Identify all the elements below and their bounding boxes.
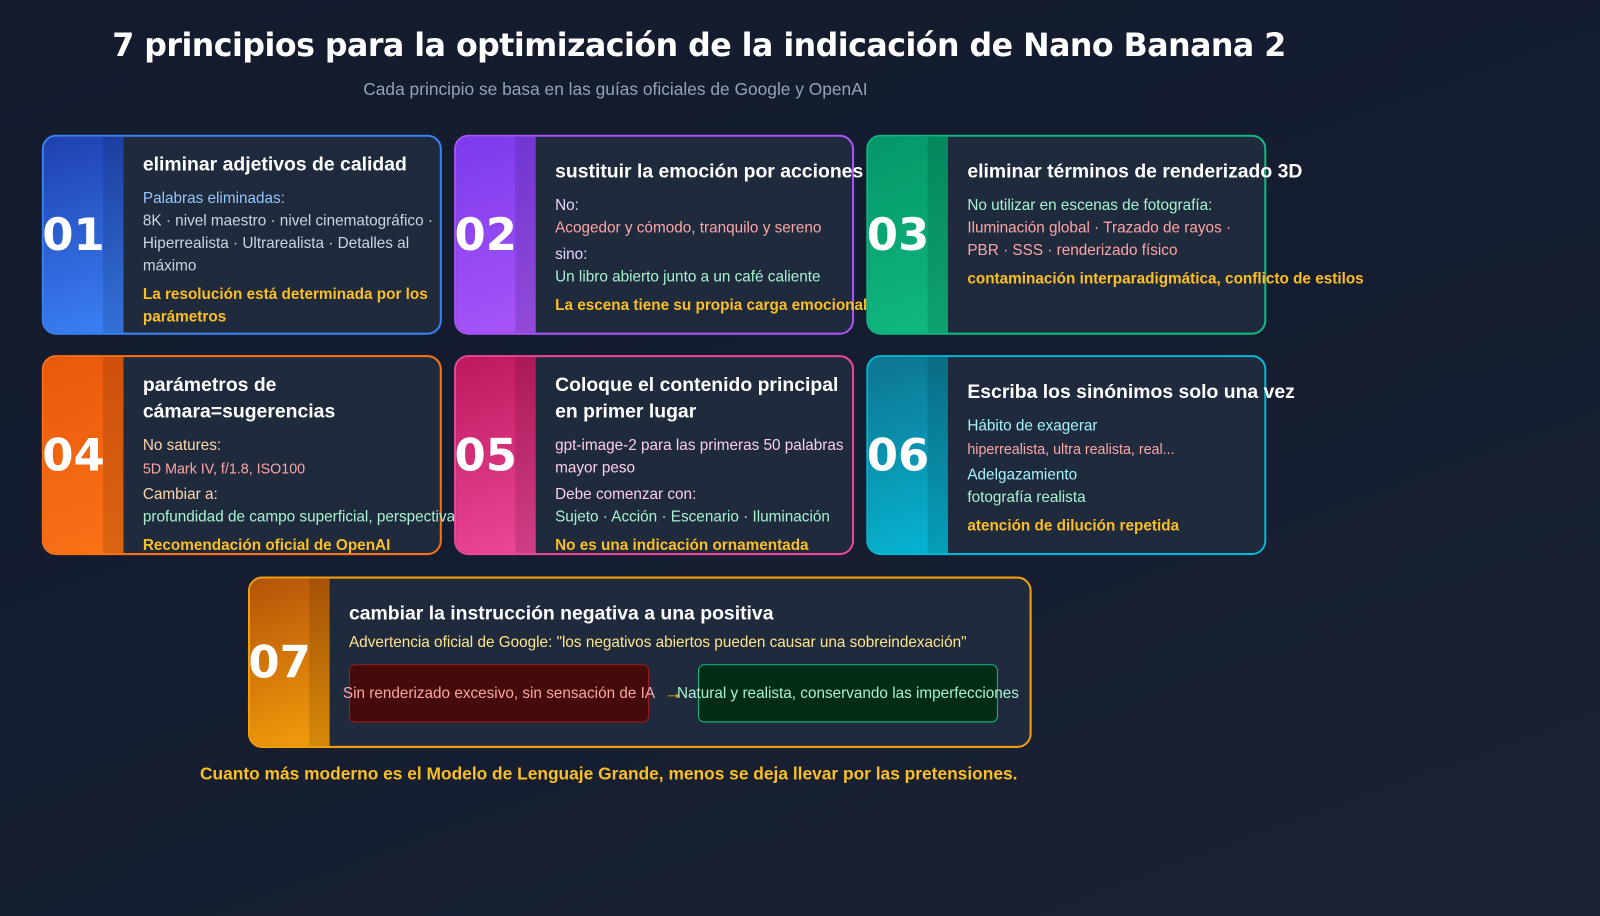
card-line-item: mayor peso — [555, 459, 636, 477]
card-line-label: Adelgazamiento — [967, 466, 1078, 484]
card-line-item: Hiperrealista · Ultrarealista · Detalles… — [142, 234, 410, 275]
number-strip: 03 — [866, 136, 948, 333]
page-subtitle: Cada principio se basa en las guías ofic… — [363, 79, 868, 99]
card-title: eliminar adjetivos de calidad — [142, 154, 407, 176]
page-title: 7 principios para la optimización de la … — [112, 27, 1286, 65]
card-line-item: gpt-image-2 para las primeras 50 palabra… — [555, 436, 844, 455]
card-line-note: atención de dilución repetida — [967, 517, 1180, 535]
number-strip: 07 — [248, 578, 330, 746]
card-line-label: sino: — [555, 245, 588, 264]
number-strip: 06 — [866, 357, 948, 554]
card-title: cambiar la instrucción negativa a una po… — [348, 603, 774, 625]
principle-number: 07 — [248, 636, 311, 689]
positive-example: Natural y realista, conservando las impe… — [677, 664, 1019, 723]
card-body: eliminar términos de renderizado 3D No ut… — [967, 159, 1363, 291]
card-body: parámetros de cámara=sugerencias No satur… — [143, 372, 455, 557]
card-line-label: Cambiar a: — [142, 485, 218, 504]
number-strip: 05 — [454, 357, 536, 554]
card-title: Escriba los sinónimos solo una vez — [967, 381, 1295, 404]
number-strip: 02 — [454, 136, 536, 333]
number-strip: 04 — [42, 357, 124, 554]
negative-example: Sin renderizado excesivo, sin sensación … — [343, 664, 655, 723]
card-line-item: profundidad de campo superficial, perspe… — [142, 508, 456, 526]
card-line-item: Acogedor y cómodo, tranquilo y sereno — [555, 219, 822, 237]
card-line-item: 5D Mark IV, f/1.8, ISO100 — [142, 460, 306, 477]
card-title: parámetros de cámara=sugerencias — [142, 374, 336, 423]
principle-card-05: 05 Coloque el contenido principal en prim… — [454, 355, 855, 557]
card-line-note: contaminación interparadigmática, confli… — [967, 270, 1364, 288]
principle-number: 04 — [42, 429, 105, 482]
card-line-note: No es una indicación ornamentada — [555, 536, 809, 555]
card-line-label: No: — [555, 196, 579, 215]
card-line-item: Sujeto · Acción · Escenario · Iluminació… — [555, 508, 830, 526]
before-after-comparison: Sin renderizado excesivo, sin sensación … — [343, 664, 1019, 723]
number-strip: 01 — [42, 136, 124, 333]
card-line-item: 8K · nivel maestro · nivel cinematográfi… — [142, 212, 433, 230]
card-line-label: Palabras eliminadas: — [142, 189, 285, 208]
card-line-item: hiperrealista, ultra realista, real... — [967, 440, 1175, 458]
card-title: eliminar términos de renderizado 3D — [967, 161, 1303, 183]
principle-card-07: 07 cambiar la instrucción negativa a una… — [247, 576, 1032, 748]
card-title: sustituir la emoción por acciones — [555, 161, 864, 183]
principle-number: 05 — [454, 429, 517, 482]
card-line-note: La escena tiene su propia carga emociona… — [555, 296, 868, 315]
card-line-item: Un libro abierto junto a un café calient… — [555, 268, 821, 286]
card-line-item: PBR · SSS · renderizado físico — [967, 241, 1178, 260]
principle-card-04: 04 parámetros de cámara=sugerencias No sat… — [41, 355, 455, 556]
card-body: cambiar la instrucción negativa a una po… — [343, 601, 1019, 723]
principle-number: 06 — [866, 429, 930, 482]
arrow-right-icon: → — [664, 682, 683, 704]
footer-conclusion: Cuanto más moderno es el Modelo de Lengu… — [199, 764, 1018, 784]
principle-number: 01 — [42, 208, 105, 261]
principle-number: 02 — [454, 208, 517, 261]
card-line-label: No utilizar en escenas de fotografía: — [967, 196, 1213, 215]
card-line-label: Hábito de exagerar — [967, 417, 1098, 435]
card-line-label: No satures: — [142, 436, 222, 455]
card-line-item: Iluminación global · Trazado de rayos · — [967, 219, 1232, 237]
google-warning: Advertencia oficial de Google: "los nega… — [348, 633, 967, 652]
card-line-note: La resolución está determinada por los p… — [142, 285, 428, 326]
principle-card-03: 03 eliminar términos de renderizado 3D No … — [866, 134, 1364, 335]
card-line-item: fotografía realista — [967, 488, 1086, 507]
card-body: Coloque el contenido principal en primer… — [555, 372, 851, 557]
principle-number: 03 — [866, 208, 930, 261]
card-title: Coloque el contenido principal en primer… — [555, 374, 839, 423]
card-line-note: Recomendación oficial de OpenAI — [142, 536, 391, 555]
card-line-label: Debe comenzar con: — [555, 485, 697, 504]
